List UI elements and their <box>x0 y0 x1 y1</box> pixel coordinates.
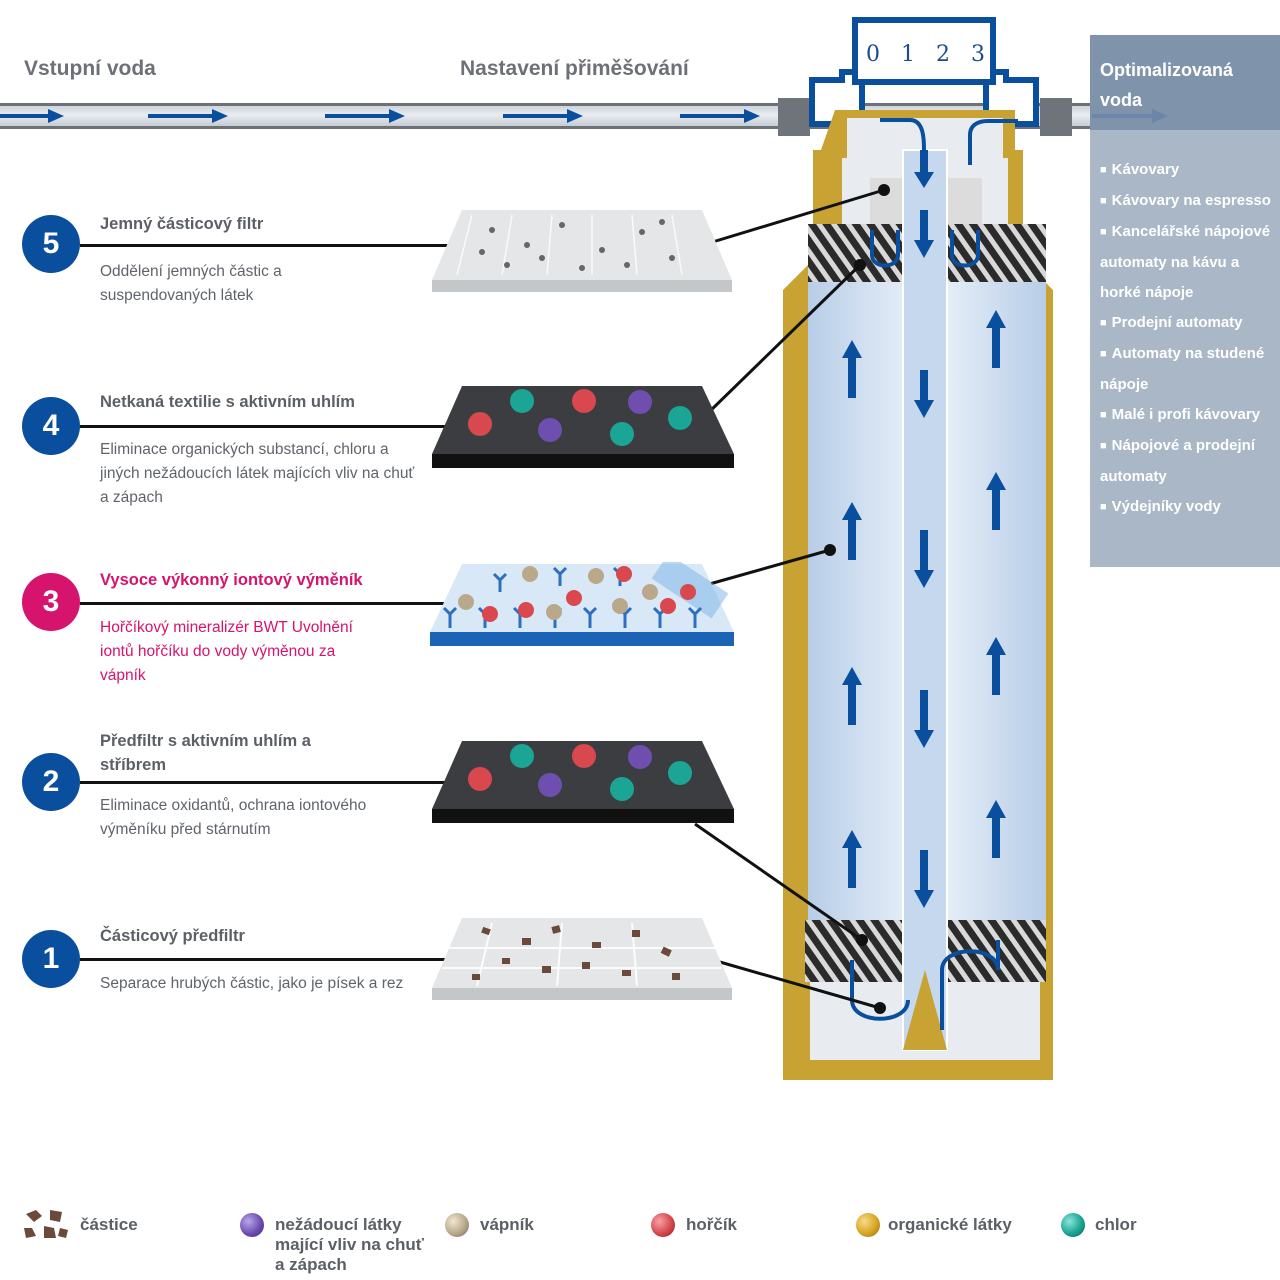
dial-mark-2[interactable]: 2 <box>936 42 950 67</box>
purple-ball-icon <box>240 1213 264 1237</box>
particle-icon <box>24 1210 68 1238</box>
stage-3-description: Hořčíkový mineralizér BWT Uvolnění iontů… <box>100 619 353 684</box>
stage-4-title: Netkaná textilie s aktivním uhlím <box>100 393 355 411</box>
application-item: Kancelářské nápojové automaty na kávu a … <box>1100 217 1280 308</box>
stage-1-title: Částicový předfiltr <box>100 927 245 945</box>
stage-5-badge: 5 <box>22 215 80 273</box>
application-item: Kávovary na espresso <box>1100 186 1280 217</box>
stage-2-description: Eliminace oxidantů, ochrana iontového vý… <box>100 797 367 838</box>
fine-filter-media-icon <box>432 210 732 292</box>
dial-mark-0[interactable]: 0 <box>866 42 880 67</box>
application-list: Kávovary Kávovary na espresso Kancelářsk… <box>1100 155 1280 523</box>
flow-arrow-icon <box>680 109 760 123</box>
application-item: Malé i profi kávovary <box>1100 400 1280 431</box>
stage-2-badge: 2 <box>22 753 80 811</box>
stage-5-title: Jemný částicový filtr <box>100 215 264 233</box>
application-item: Nápojové a prodejní automaty <box>1100 431 1280 492</box>
blend-dial <box>852 17 996 85</box>
dial-mark-3[interactable]: 3 <box>971 42 985 67</box>
flow-arrow-icon <box>503 109 583 123</box>
activated-carbon-fleece-icon <box>432 386 734 468</box>
ion-exchanger-media-icon <box>430 562 734 646</box>
application-item: Automaty na studené nápoje <box>1100 339 1280 400</box>
stage-4-line <box>80 425 460 428</box>
carbon-silver-prefilter-icon <box>432 741 734 823</box>
application-item: Kávovary <box>1100 155 1280 186</box>
stage-3-title: Vysoce výkonný iontový výměník <box>100 571 363 589</box>
outlet-arrow-icon <box>1092 109 1168 123</box>
outlet-fitting <box>1040 98 1072 136</box>
gold-ball-icon <box>856 1213 880 1237</box>
stage-2-title: Předfiltr s aktivním uhlím a stříbrem <box>100 732 311 774</box>
legend-label-taste-odor: nežádoucí látky mající vliv na chuť a zá… <box>275 1215 424 1274</box>
stage-2-line <box>80 781 460 784</box>
flow-arrow-icon <box>148 109 228 123</box>
stage-1-description: Separace hrubých částic, jako je písek a… <box>100 975 404 992</box>
flow-arrow-icon <box>325 109 405 123</box>
blend-setting-label: Nastavení přiměšování <box>460 57 689 80</box>
stage-5-description: Oddělení jemných částic a suspendovaných… <box>100 263 282 304</box>
teal-ball-icon <box>1061 1213 1085 1237</box>
stage-3-badge: 3 <box>22 573 80 631</box>
flow-arrow-icon <box>0 109 64 123</box>
beige-ball-icon <box>445 1213 469 1237</box>
inlet-fitting <box>778 98 810 136</box>
stage-4-badge: 4 <box>22 397 80 455</box>
particle-prefilter-icon <box>432 918 732 1000</box>
application-item: Prodejní automaty <box>1100 308 1280 339</box>
stage-1-line <box>80 958 460 961</box>
stage-4-description: Eliminace organických substancí, chloru … <box>100 441 415 506</box>
legend-label-calcium: vápník <box>480 1215 534 1234</box>
application-item: Výdejníky vody <box>1100 492 1280 523</box>
output-title: Optimalizovaná voda <box>1100 60 1234 110</box>
legend-label-chlorine: chlor <box>1095 1215 1137 1234</box>
red-ball-icon <box>651 1213 675 1237</box>
legend-label-magnesium: hořčík <box>686 1215 738 1234</box>
legend-label-particles: částice <box>80 1215 138 1234</box>
legend-label-organic: organické látky <box>888 1215 1012 1234</box>
stage-1-badge: 1 <box>22 930 80 988</box>
dial-mark-1[interactable]: 1 <box>901 42 915 67</box>
filter-cartridge <box>778 17 1072 1080</box>
inlet-water-label: Vstupní voda <box>24 57 156 80</box>
stage-5-line <box>80 244 460 247</box>
stage-3-line <box>80 602 460 605</box>
